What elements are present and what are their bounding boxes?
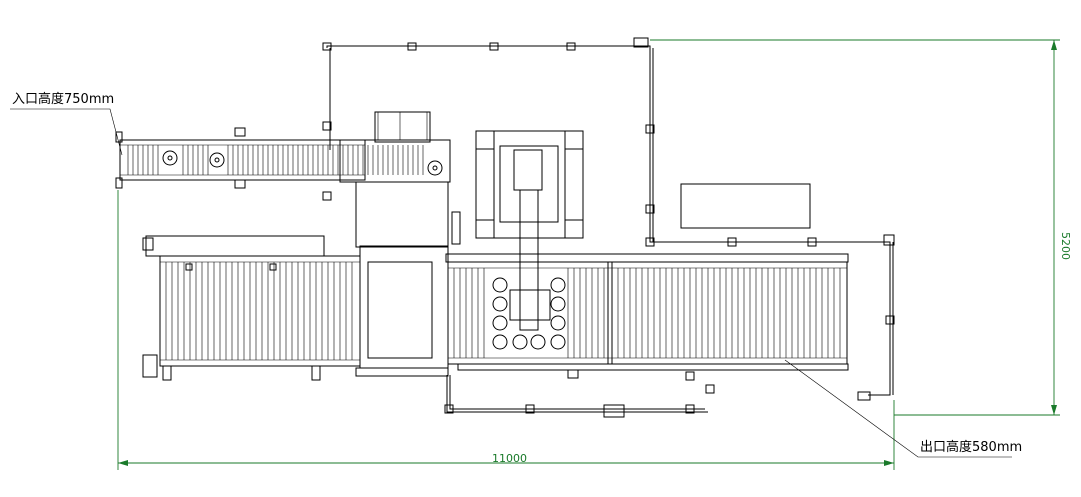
outlet-leader-line [784,359,1012,458]
outlet-height-label: 出口高度580mm [920,439,1022,455]
inlet-height-label: 入口高度750mm [12,91,114,107]
pallet-area [680,183,811,229]
safety-fence [322,37,895,418]
left-rollers [165,262,353,360]
length-dimension-label: 11000 [492,452,527,465]
left-conveyor [142,235,361,381]
dimension-lines [117,39,1060,470]
palletizer-robot [475,130,584,350]
dispenser-frame [355,181,461,377]
main-conveyor [445,253,849,379]
inlet-leader-line [10,108,123,156]
infeed-conveyor [115,111,451,189]
infeed-rollers [127,145,424,175]
height-dimension-label: 5200 [1059,232,1072,260]
main-rollers [453,268,841,358]
